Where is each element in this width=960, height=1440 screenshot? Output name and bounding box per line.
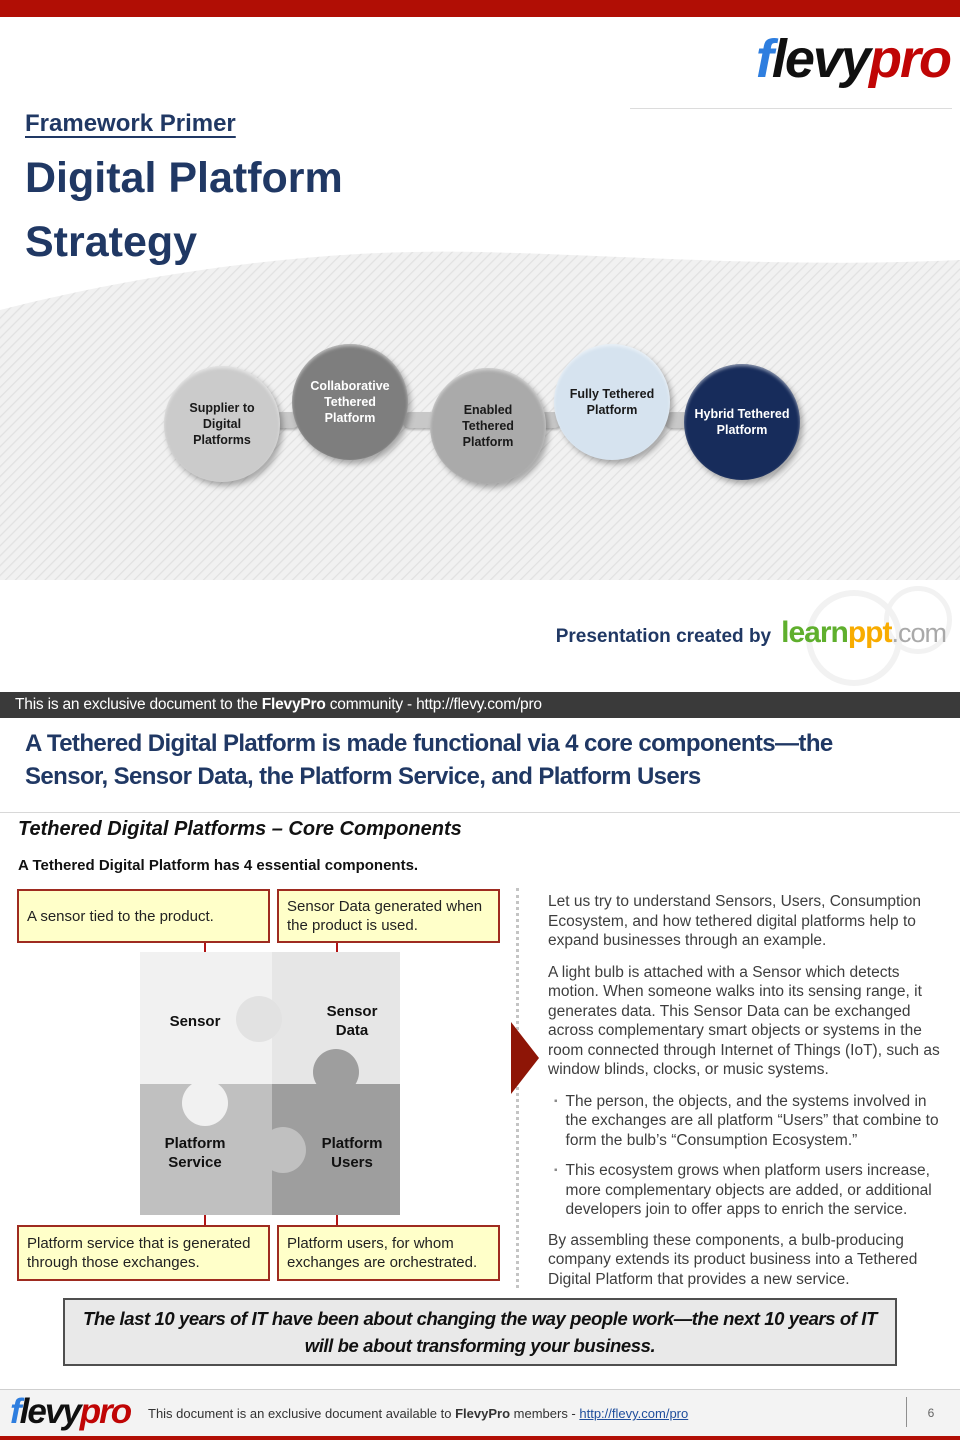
callout-text: A sensor tied to the product.: [27, 907, 214, 925]
created-by-text: Presentation created by: [555, 626, 772, 647]
exclusive-bar-pre: This is an exclusive document to the: [15, 696, 262, 713]
page-title-line-1: Digital Platform: [25, 154, 343, 202]
callout-text: Platform users, for whom exchanges are o…: [287, 1235, 478, 1271]
puzzle-label-sensor-data: Sensor Data: [326, 1003, 378, 1039]
logo-part-pro: pro: [79, 1392, 132, 1431]
puzzle-knob: [313, 1049, 359, 1095]
logo-part-f: f: [10, 1392, 22, 1431]
callout-sensor-data: Sensor Data generated when the product i…: [277, 889, 500, 943]
circle-hybrid-tethered-platform: Hybrid Tethered Platform: [684, 364, 800, 480]
circle-enabled-tethered-platform: Enabled Tethered Platform: [430, 368, 546, 484]
top-accent-bar: [0, 0, 960, 17]
slide-headline: A Tethered Digital Platform is made func…: [25, 727, 955, 793]
circle-label: Enabled Tethered Platform: [462, 402, 514, 450]
circle-fully-tethered-platform: Fully Tethered Platform: [554, 344, 670, 460]
page-number: 6: [927, 1406, 935, 1420]
exclusive-bar-url-link[interactable]: http://flevy.com/pro: [416, 696, 542, 713]
right-arrow-icon: [511, 1022, 539, 1094]
circle-label: Fully Tethered Platform: [569, 386, 655, 417]
logo-part-f: f: [755, 29, 774, 89]
circle-label: Supplier to Digital Platforms: [189, 400, 255, 448]
bullet-item: ▪ This ecosystem grows when platform use…: [548, 1161, 948, 1220]
puzzle-label-platform-users: Platform Users: [321, 1135, 383, 1171]
learnppt-logo-ppt: ppt: [847, 616, 893, 649]
headline-line-1: A Tethered Digital Platform is made func…: [25, 730, 833, 757]
page-title: Digital Platform Strategy: [25, 146, 343, 274]
section-lead: A Tethered Digital Platform has 4 essent…: [18, 857, 419, 874]
circle-label: Hybrid Tethered Platform: [694, 406, 790, 437]
logo-part-levy: levy: [771, 29, 871, 89]
puzzle-label-platform-service: Platform Service: [164, 1135, 226, 1171]
footer-url-link[interactable]: http://flevy.com/pro: [579, 1406, 689, 1421]
footer-flevypro-logo: flevypro: [10, 1392, 132, 1431]
learnppt-watermark-icon: [884, 586, 952, 654]
callout-text: Sensor Data generated when the product i…: [287, 898, 483, 934]
circle-supplier-to-digital-platforms: Supplier to Digital Platforms: [164, 366, 280, 482]
bullet-text: This ecosystem grows when platform users…: [565, 1162, 932, 1218]
bullet-item: ▪ The person, the objects, and the syste…: [548, 1092, 948, 1151]
quote-box: The last 10 years of IT have been about …: [63, 1298, 897, 1366]
logo-part-pro: pro: [869, 29, 952, 89]
body-text-column: Let us try to understand Sensors, Users,…: [548, 892, 948, 1301]
bottom-accent-bar: [0, 1436, 960, 1440]
exclusive-bar-mid: community -: [325, 696, 417, 713]
footer-separator: [906, 1397, 907, 1427]
puzzle-knob: [182, 1080, 228, 1126]
framework-primer-label: Framework Primer: [25, 110, 236, 137]
flevypro-logo: flevypro: [755, 29, 952, 89]
callout-sensor: A sensor tied to the product.: [17, 889, 270, 943]
headline-divider: [0, 812, 960, 813]
quote-text: The last 10 years of IT have been about …: [83, 1308, 877, 1356]
headline-line-2: Sensor, Sensor Data, the Platform Servic…: [25, 763, 701, 790]
puzzle-label-sensor: Sensor: [169, 1013, 221, 1030]
footer-brand: FlevyPro: [455, 1406, 511, 1421]
body-paragraph-2: A light bulb is attached with a Sensor w…: [548, 963, 940, 1079]
exclusive-document-bar: This is an exclusive document to the Fle…: [0, 692, 960, 718]
callout-platform-service: Platform service that is generated throu…: [17, 1225, 270, 1281]
footer-bar: [0, 1389, 960, 1437]
section-title: Tethered Digital Platforms – Core Compon…: [18, 818, 462, 840]
logo-part-levy: levy: [19, 1392, 82, 1431]
footer-text: This document is an exclusive document a…: [148, 1406, 688, 1421]
bullet-text: The person, the objects, and the systems…: [565, 1092, 939, 1149]
circle-collaborative-tethered-platform: Collaborative Tethered Platform: [292, 344, 408, 460]
exclusive-bar-brand: FlevyPro: [261, 696, 326, 713]
callout-text: Platform service that is generated throu…: [27, 1235, 251, 1271]
learnppt-logo-learn: learn: [781, 616, 849, 649]
logo-underline: [630, 108, 952, 109]
learnppt-logo-com: .com: [891, 618, 947, 648]
body-paragraph-3: By assembling these components, a bulb-p…: [548, 1231, 918, 1288]
puzzle-knob: [236, 996, 282, 1042]
bullet-square-icon: ▪: [554, 1095, 558, 1107]
bullet-square-icon: ▪: [554, 1165, 558, 1176]
footer-pre: This document is an exclusive document a…: [148, 1406, 456, 1421]
body-paragraph-1: Let us try to understand Sensors, Users,…: [548, 893, 922, 949]
circle-connector: [402, 412, 438, 428]
circle-label: Collaborative Tethered Platform: [310, 378, 390, 426]
callout-platform-users: Platform users, for whom exchanges are o…: [277, 1225, 500, 1281]
footer-mid: members -: [510, 1406, 580, 1421]
page-title-line-2: Strategy: [25, 218, 198, 266]
puzzle-knob: [260, 1127, 306, 1173]
